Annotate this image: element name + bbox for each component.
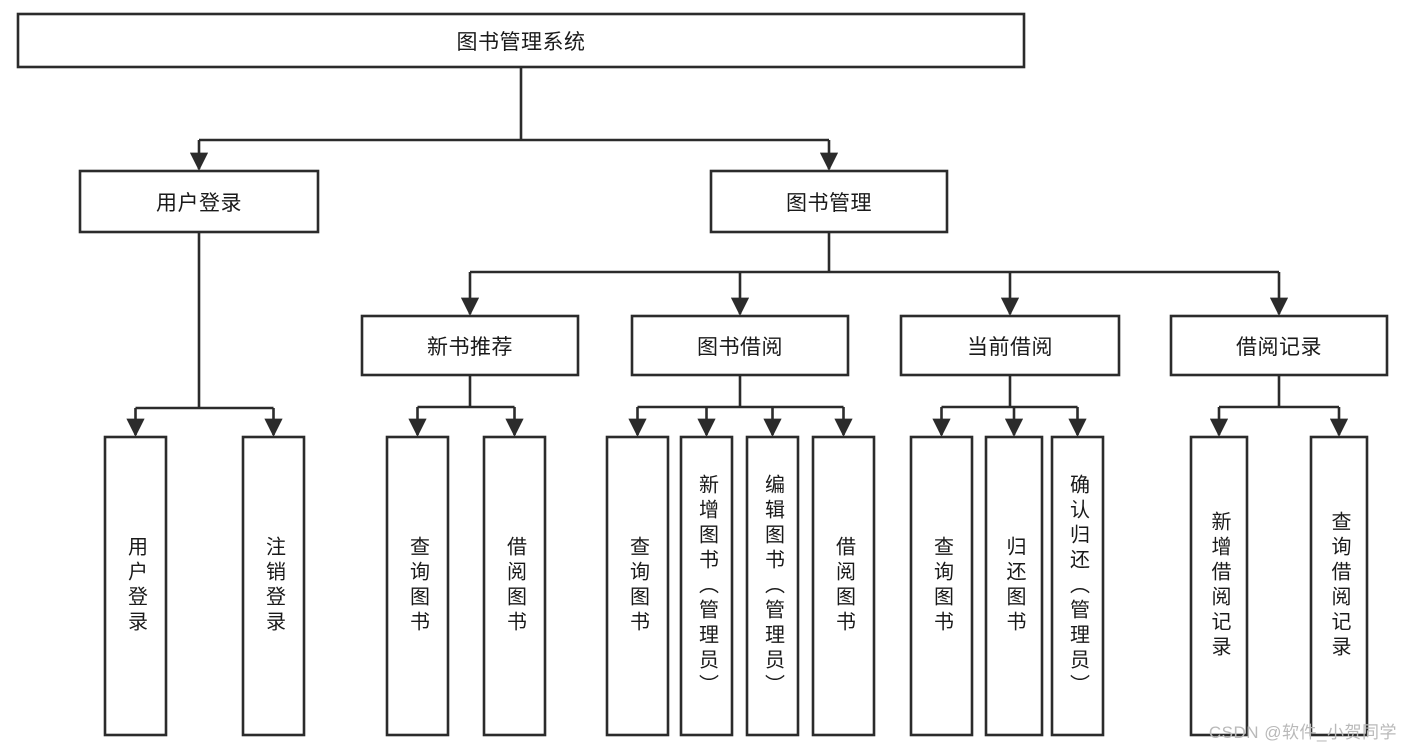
node-box-leaf-confirm-return-admin[interactable] (1050, 435, 1105, 737)
node-box-leaf-return-book[interactable] (984, 435, 1044, 737)
node-box-leaf-query-book-2[interactable] (605, 435, 670, 737)
node-box-leaf-edit-book-admin[interactable] (745, 435, 800, 737)
node-box-leaf-borrow-book-2[interactable] (811, 435, 876, 737)
connectors-layer (126, 67, 1349, 437)
node-box-borrow-record[interactable] (1169, 314, 1389, 377)
node-boxes-layer (16, 12, 1389, 737)
node-box-leaf-add-borrow-record[interactable] (1189, 435, 1249, 737)
node-box-leaf-borrow-book-1[interactable] (482, 435, 547, 737)
node-box-leaf-query-book-1[interactable] (385, 435, 450, 737)
node-box-leaf-logout-login[interactable] (241, 435, 306, 737)
node-box-book-manage[interactable] (709, 169, 949, 234)
node-box-current-borrow[interactable] (899, 314, 1121, 377)
node-box-leaf-add-book-admin[interactable] (679, 435, 734, 737)
watermark-text: CSDN @软件_小贺同学 (1208, 723, 1397, 742)
node-box-leaf-user-login[interactable] (103, 435, 168, 737)
node-box-leaf-query-borrow-record[interactable] (1309, 435, 1369, 737)
node-box-leaf-query-book-3[interactable] (909, 435, 974, 737)
node-box-new-book-recommend[interactable] (360, 314, 580, 377)
node-box-book-borrow[interactable] (630, 314, 850, 377)
node-box-root[interactable] (16, 12, 1026, 69)
node-box-user-login[interactable] (78, 169, 320, 234)
